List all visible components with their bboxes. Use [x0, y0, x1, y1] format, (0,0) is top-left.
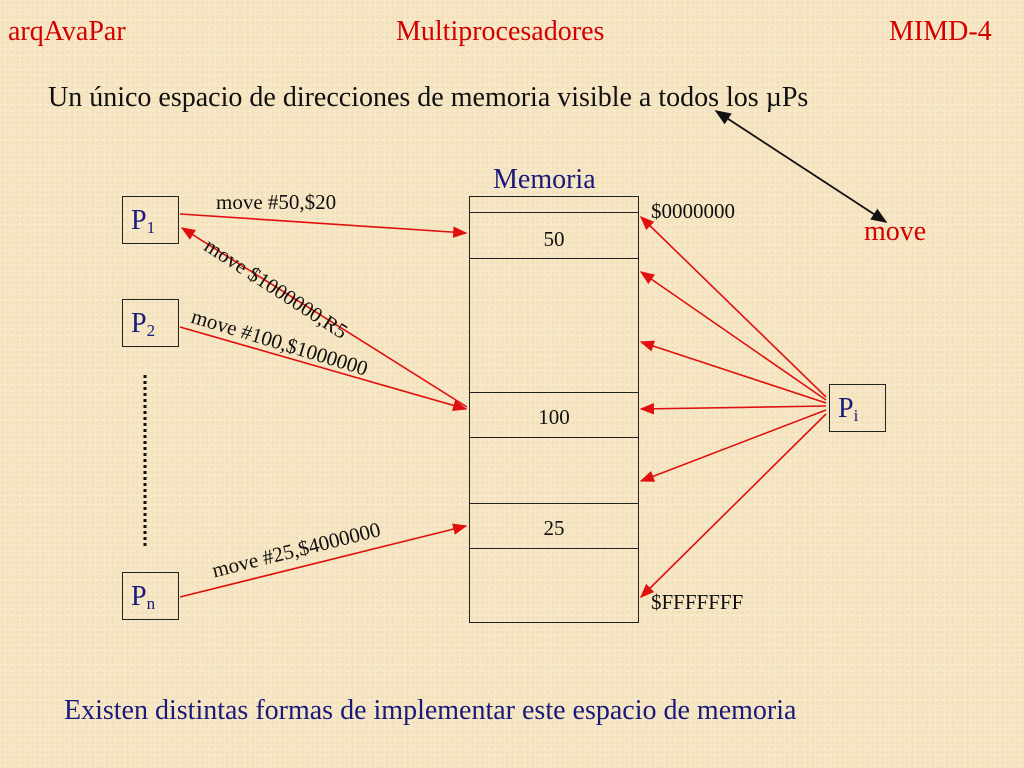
header-slide-id: MIMD-4: [889, 16, 992, 47]
arrow-p1-write: [179, 213, 468, 238]
processor-label: P1: [131, 205, 156, 237]
move-label: move: [864, 216, 927, 247]
arrow-p2-write: [179, 326, 468, 411]
slide-subtitle: Un único espacio de direcciones de memor…: [48, 82, 809, 113]
processor-p1[interactable]: P1: [122, 196, 179, 244]
memory-start-address: $0000000: [651, 199, 735, 223]
processor-pi[interactable]: Pi: [829, 384, 886, 432]
memory-end-address: $FFFFFFF: [651, 590, 744, 614]
processor-label: P2: [131, 308, 156, 340]
instruction-p1-move: move #50,$20: [216, 190, 337, 214]
memory-cell-50: 50: [470, 213, 638, 259]
arrow-move-link: [714, 110, 888, 223]
arrow-pi-1: [639, 215, 827, 398]
processor-label: Pi: [838, 393, 859, 425]
memory-column: 50 100 25: [469, 196, 639, 623]
memory-cell-top: [470, 197, 638, 213]
memory-value: 50: [543, 227, 565, 251]
arrow-pi-2: [639, 271, 827, 401]
header-course: arqAvaPar: [8, 16, 126, 47]
arrow-pi-5: [639, 409, 827, 482]
arrow-pi-3: [639, 340, 827, 404]
memory-value: 25: [543, 516, 565, 540]
memory-title: Memoria: [493, 164, 596, 195]
header-title: Multiprocesadores: [396, 16, 605, 47]
arrow-pi-6: [639, 413, 827, 599]
arrow-pi-4: [639, 403, 827, 415]
memory-cell-100: 100: [470, 392, 638, 438]
arrow-pn-write: [179, 523, 468, 598]
memory-value: 100: [538, 405, 570, 429]
memory-cell-25: 25: [470, 503, 638, 549]
processor-label: Pn: [131, 581, 156, 613]
arrow-p1-read: [180, 227, 468, 408]
processor-pn[interactable]: Pn: [122, 572, 179, 620]
slide-footer: Existen distintas formas de implementar …: [64, 695, 797, 726]
processor-p2[interactable]: P2: [122, 299, 179, 347]
